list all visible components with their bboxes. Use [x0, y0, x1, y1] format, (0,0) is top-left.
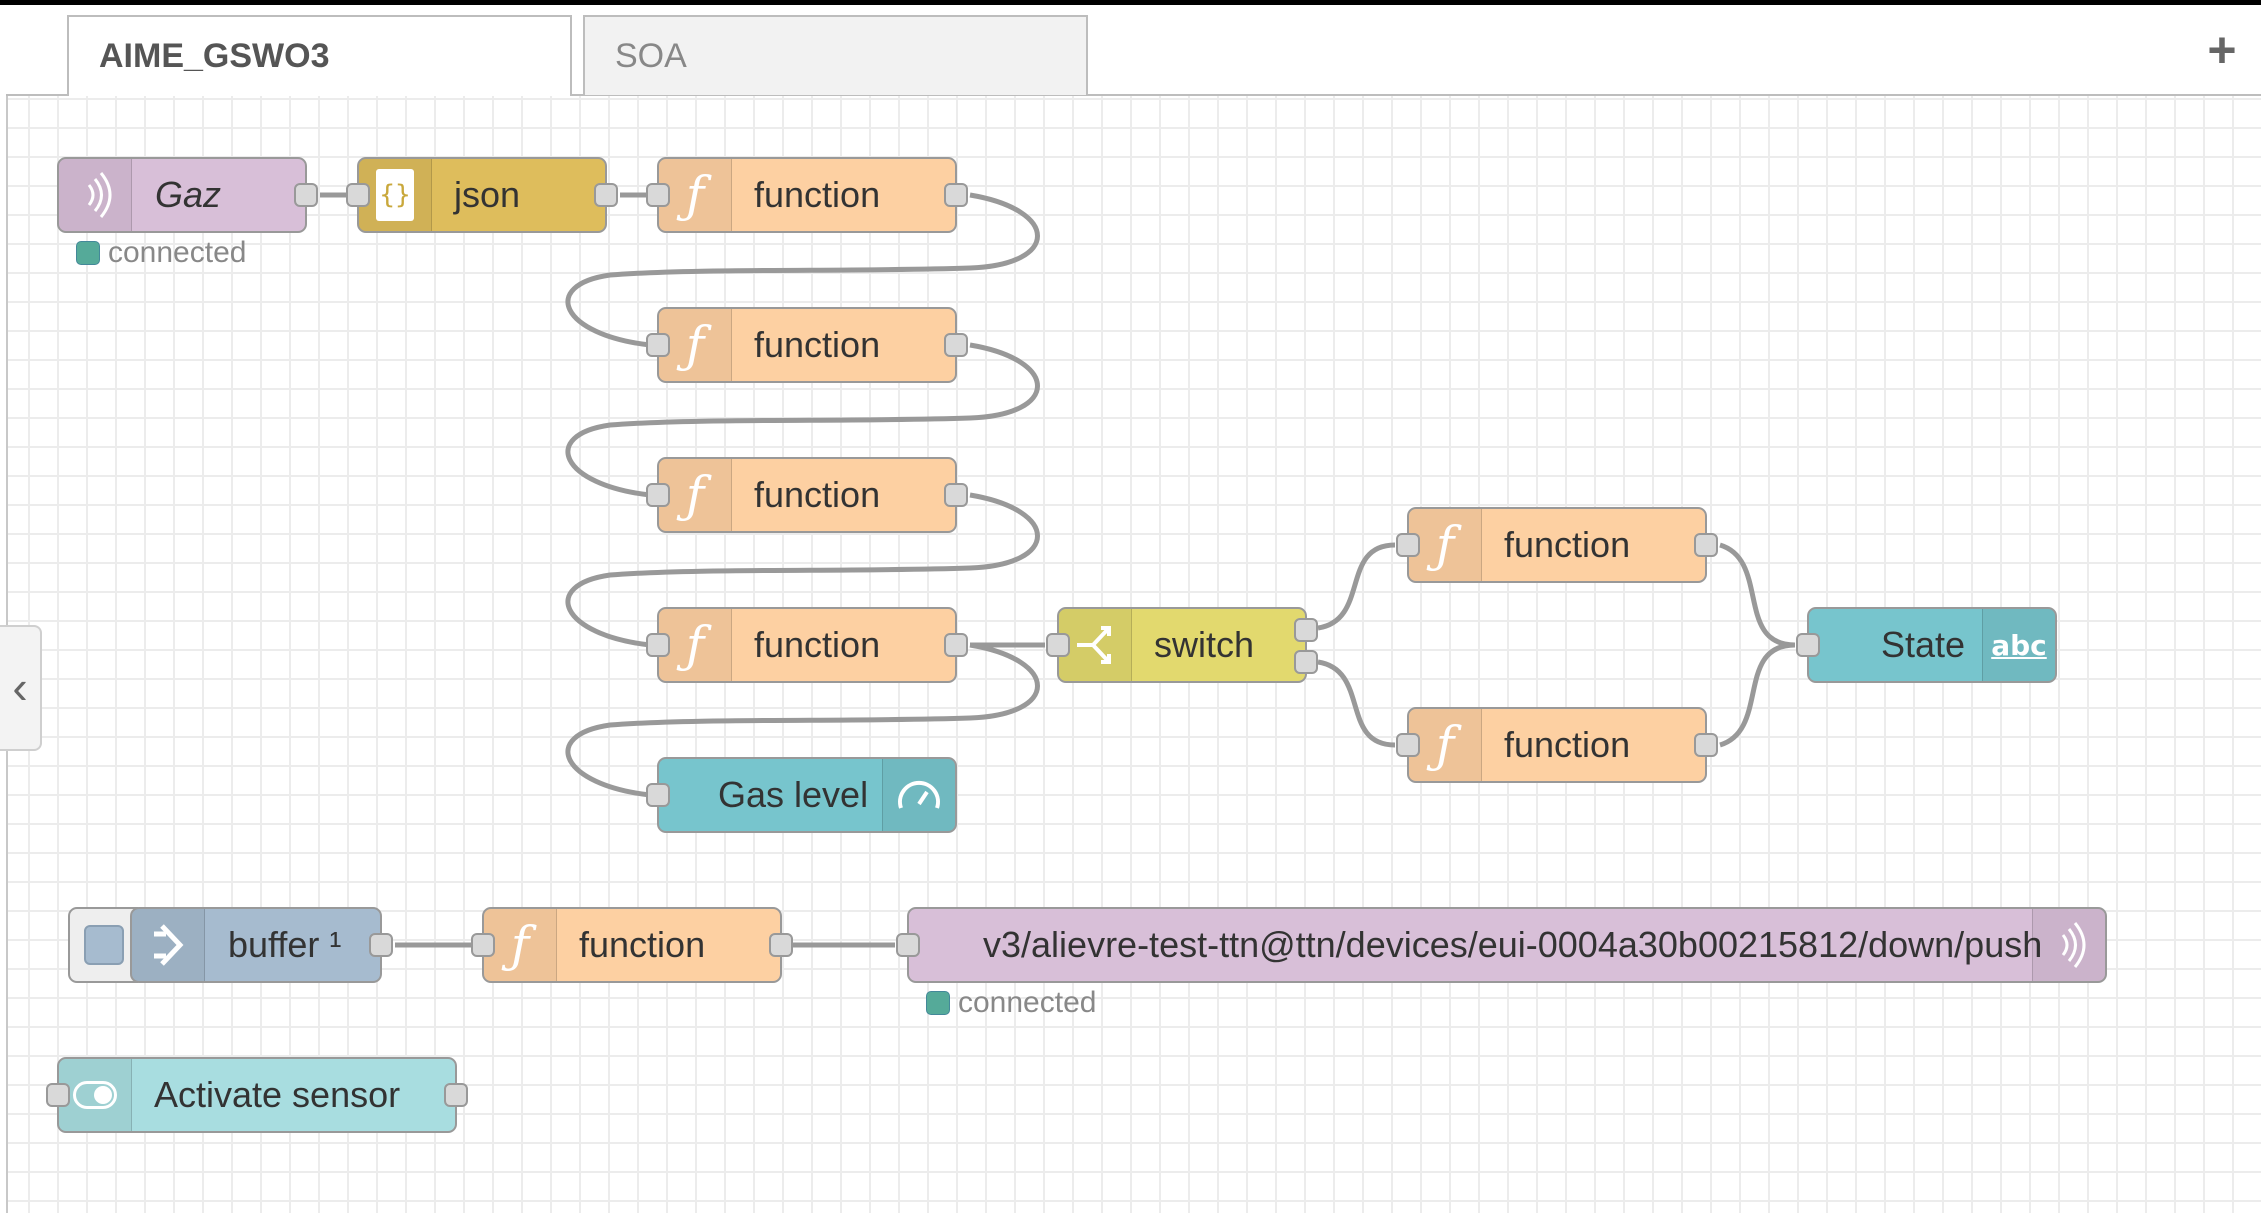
output-port[interactable] [1694, 533, 1718, 557]
wire-switch-function5[interactable] [1317, 542, 1396, 631]
function-node-2[interactable]: ƒ function [646, 307, 968, 383]
node-label: function [579, 924, 706, 965]
node-label: switch [1154, 624, 1255, 665]
node-label: State [1881, 624, 1966, 665]
curly-braces-icon: {} [359, 159, 432, 231]
function-node-6[interactable]: ƒ function [1396, 707, 1718, 783]
function-node-1[interactable]: ƒ function [646, 157, 968, 233]
output-port[interactable] [294, 183, 318, 207]
switch-node-activate-sensor[interactable]: Activate sensor [46, 1057, 468, 1133]
node-label: function [754, 324, 881, 365]
output-port[interactable] [444, 1083, 468, 1107]
status-dot [76, 241, 100, 265]
node-label: Gas level [718, 774, 869, 815]
radio-waves-icon [2032, 909, 2105, 981]
node-label: function [1504, 524, 1631, 565]
switch-node[interactable]: switch [1046, 607, 1318, 683]
input-port[interactable] [1396, 533, 1420, 557]
input-port[interactable] [346, 183, 370, 207]
function-node-5[interactable]: ƒ function [1396, 507, 1718, 583]
wire-function3-function4[interactable] [565, 492, 1040, 648]
wire-function6-state[interactable] [1719, 642, 1796, 748]
input-port[interactable] [471, 933, 495, 957]
tab-soa[interactable]: SOA [583, 15, 1088, 95]
output-port-2[interactable] [1294, 650, 1318, 674]
wire-function5-state[interactable] [1719, 542, 1796, 648]
tab-label: AIME_GSWO3 [99, 37, 330, 75]
status-gaz: connected [76, 236, 246, 270]
node-label: function [1504, 724, 1631, 765]
output-port[interactable] [944, 183, 968, 207]
function-f-icon: ƒ [659, 159, 732, 231]
node-label: function [754, 174, 881, 215]
function-f-icon: ƒ [484, 909, 557, 981]
function-node-4[interactable]: ƒ function [646, 607, 968, 683]
node-label: buffer ¹ [228, 924, 342, 965]
status-dot [926, 991, 950, 1015]
input-port[interactable] [896, 933, 920, 957]
node-label: function [754, 624, 881, 665]
gauge-icon [882, 759, 955, 831]
output-port[interactable] [594, 183, 618, 207]
wire-function2-function3[interactable] [565, 342, 1040, 498]
wire-function4-gaslevel[interactable] [565, 642, 1040, 798]
wire-function1-function2[interactable] [565, 192, 1040, 348]
input-port[interactable] [646, 783, 670, 807]
workspace-tab-bar: AIME_GSWO3 SOA + [6, 5, 2261, 97]
input-port[interactable] [646, 633, 670, 657]
function-f-icon: ƒ [659, 459, 732, 531]
output-port[interactable] [944, 633, 968, 657]
input-port[interactable] [646, 183, 670, 207]
inject-button[interactable] [68, 907, 138, 983]
node-label: v3/alievre-test-ttn@ttn/devices/eui-0004… [983, 924, 2043, 965]
node-label: Activate sensor [154, 1074, 401, 1115]
input-port[interactable] [1396, 733, 1420, 757]
inject-button-square [84, 925, 124, 965]
switch-branch-icon [1059, 609, 1132, 681]
status-text: connected [108, 236, 247, 269]
input-port[interactable] [1796, 633, 1820, 657]
buffer-node[interactable]: buffer ¹ [130, 907, 393, 983]
add-tab-button[interactable]: + [2207, 22, 2237, 78]
tab-aime-gswo3[interactable]: AIME_GSWO3 [67, 15, 572, 97]
function-f-icon: ƒ [1409, 709, 1482, 781]
gauge-node-gas-level[interactable]: Gas level [646, 757, 957, 833]
json-node[interactable]: {} json [346, 157, 618, 233]
status-mqtt-out: connected [926, 986, 1096, 1020]
top-border [0, 0, 2261, 5]
output-port-1[interactable] [1294, 618, 1318, 642]
node-label: json [454, 174, 521, 215]
toggle-icon [59, 1059, 132, 1131]
input-port[interactable] [646, 333, 670, 357]
node-label: Gaz [155, 174, 222, 215]
mqtt-in-node-gaz[interactable]: Gaz [57, 157, 318, 233]
arrow-right-icon [132, 909, 205, 981]
chevron-left-icon[interactable]: ‹ [0, 625, 42, 751]
status-text: connected [958, 986, 1097, 1019]
output-port[interactable] [369, 933, 393, 957]
output-port[interactable] [944, 483, 968, 507]
input-port[interactable] [1046, 633, 1070, 657]
function-f-icon: ƒ [659, 309, 732, 381]
tab-label: SOA [615, 37, 687, 75]
function-node-7[interactable]: ƒ function [471, 907, 793, 983]
function-node-3[interactable]: ƒ function [646, 457, 968, 533]
output-port[interactable] [944, 333, 968, 357]
wire-switch-function6[interactable] [1317, 659, 1396, 748]
node-label: function [754, 474, 881, 515]
function-f-icon: ƒ [1409, 509, 1482, 581]
input-port[interactable] [646, 483, 670, 507]
mqtt-out-node[interactable]: v3/alievre-test-ttn@ttn/devices/eui-0004… [896, 907, 2107, 983]
text-node-state[interactable]: State abc [1796, 607, 2057, 683]
output-port[interactable] [1694, 733, 1718, 757]
input-port[interactable] [46, 1083, 70, 1107]
radio-waves-icon [59, 159, 132, 231]
abc-text-icon: abc [1982, 609, 2055, 681]
output-port[interactable] [769, 933, 793, 957]
function-f-icon: ƒ [659, 609, 732, 681]
